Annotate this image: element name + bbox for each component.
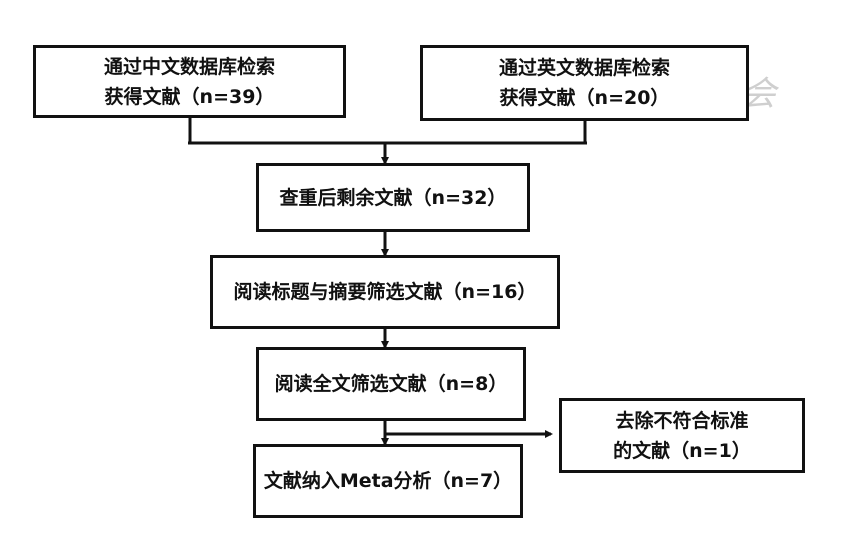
box-dedup-label: 查重后剩余文献（n=32） [279,186,507,209]
box-title-abstract-screen: 阅读标题与摘要筛选文献（n=16） [210,255,560,329]
box-excluded-line1: 去除不符合标准 [615,409,749,432]
box-cn-line2: 获得文献（n=39） [104,85,275,108]
box-included-meta: 文献纳入Meta分析（n=7） [253,444,523,518]
box-excluded: 去除不符合标准 的文献（n=1） [559,398,805,473]
box-cn-line1: 通过中文数据库检索 [103,55,275,78]
box-cn-database-search: 通过中文数据库检索 获得文献（n=39） [33,45,346,118]
box-en-line2: 获得文献（n=20） [499,87,670,109]
box-en-database-search: 通过英文数据库检索 获得文献（n=20） [420,45,749,121]
box-deduplicated: 查重后剩余文献（n=32） [256,163,530,232]
box-title-abstract-label: 阅读标题与摘要筛选文献（n=16） [233,281,537,303]
box-en-line1: 通过英文数据库检索 [498,57,670,79]
box-included-label: 文献纳入Meta分析（n=7） [263,470,513,492]
box-fulltext-screen: 阅读全文筛选文献（n=8） [256,347,526,421]
box-excluded-line2: 的文献（n=1） [613,439,751,462]
box-fulltext-label: 阅读全文筛选文献（n=8） [274,373,508,395]
